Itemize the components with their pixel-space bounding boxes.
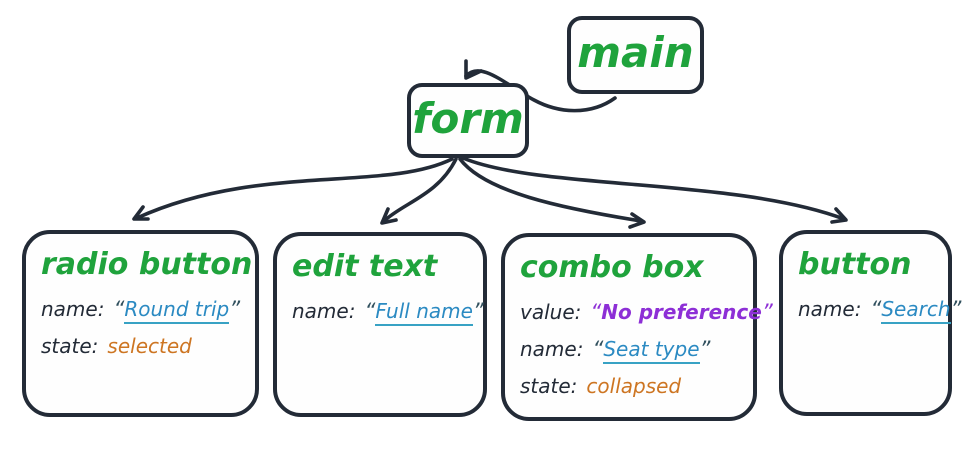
node-edit-text: edit text name: “Full name” xyxy=(273,232,487,417)
arrow-form-to-edit-text xyxy=(380,157,458,225)
attr-row-state: state: selected xyxy=(41,334,240,358)
attr-key: name: xyxy=(798,296,862,321)
attr-value-state: selected xyxy=(107,333,192,358)
close-quote: ” xyxy=(699,336,711,361)
attr-row-name: name: “Seat type” xyxy=(520,336,738,364)
node-title: button xyxy=(798,247,912,282)
close-quote: ” xyxy=(229,296,241,321)
node-combo-box: combo box value:“No preference” name:“Se… xyxy=(501,233,773,421)
close-quote: ” xyxy=(761,299,773,324)
attr-key: name: xyxy=(520,336,584,361)
attr-row-state: state: collapsed xyxy=(520,374,738,398)
open-quote: “ xyxy=(113,296,125,321)
attr-key: state: xyxy=(41,333,99,358)
node-form-label: form xyxy=(412,93,524,143)
node-button: button name: “Search” xyxy=(779,230,961,416)
open-quote: “ xyxy=(870,296,882,321)
node-title: edit text xyxy=(292,249,438,284)
open-quote: “ xyxy=(590,299,602,324)
attr-value-state: collapsed xyxy=(586,373,682,398)
attr-value-name: Full name xyxy=(375,298,473,326)
attr-key: name: xyxy=(41,296,105,321)
attr-key: name: xyxy=(292,298,356,323)
open-quote: “ xyxy=(592,336,604,361)
arrow-form-to-combo-box xyxy=(458,157,646,229)
arrow-form-to-radio-button xyxy=(132,157,454,221)
attr-row-name: name: “Search” xyxy=(798,296,961,324)
attr-value-current: No preference xyxy=(601,299,762,324)
open-quote: “ xyxy=(364,298,376,323)
attr-value-name: Seat type xyxy=(603,336,700,364)
node-title: combo box xyxy=(520,250,704,285)
attr-row-name: name: “Round trip” xyxy=(41,296,241,324)
node-radio-button: radio button name: “Round trip” state: sel… xyxy=(22,230,259,417)
close-quote: ” xyxy=(472,298,484,323)
attr-row-name: name: “Full name” xyxy=(292,298,484,326)
node-title: radio button xyxy=(41,247,253,282)
node-main-label: main xyxy=(577,28,694,77)
attr-value-name: Search xyxy=(881,296,951,324)
node-form: form xyxy=(407,83,529,158)
attr-key: state: xyxy=(520,373,578,398)
attr-value-name: Round trip xyxy=(124,296,230,324)
attr-key: value: xyxy=(520,299,582,324)
arrow-form-to-button xyxy=(461,156,848,224)
node-main: main xyxy=(567,16,704,94)
attr-row-value: value: “No preference” xyxy=(520,299,773,324)
close-quote: ” xyxy=(950,296,962,321)
